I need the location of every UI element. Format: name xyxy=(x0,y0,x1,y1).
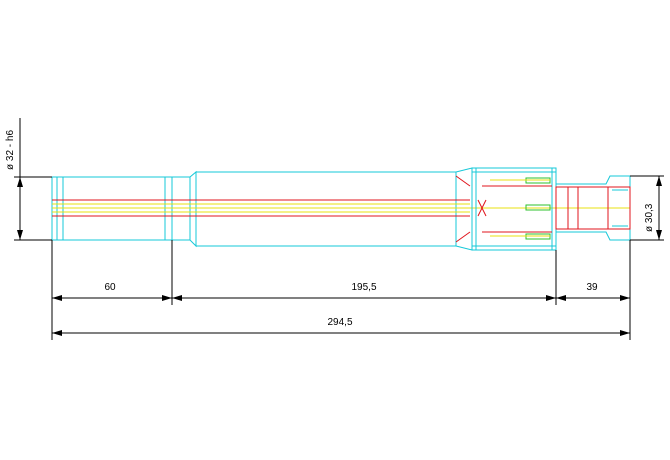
dim-nose-diameter: ø 30,3 xyxy=(630,175,664,241)
dim-shank-length: 60 xyxy=(52,282,172,301)
dim-shank-diameter: ø 32 - h6 xyxy=(5,118,52,241)
shank-length-label: 60 xyxy=(104,282,116,293)
body-outline xyxy=(195,167,473,251)
dim-body-length: 195,5 xyxy=(172,282,556,301)
nose-diameter-label: ø 30,3 xyxy=(644,203,655,232)
overall-length-label: 294,5 xyxy=(327,317,352,328)
clamping-nut xyxy=(471,167,557,251)
bore-lines xyxy=(52,199,630,217)
body-length-label: 195,5 xyxy=(351,282,376,293)
shank-diameter-label: ø 32 - h6 xyxy=(5,130,16,170)
nose-length-label: 39 xyxy=(586,282,598,293)
dim-overall-length: 294,5 xyxy=(52,317,630,336)
shank-outline xyxy=(51,170,197,248)
dim-nose-length: 39 xyxy=(556,282,630,301)
nose-outline xyxy=(555,175,631,241)
extension-lines xyxy=(51,240,631,340)
